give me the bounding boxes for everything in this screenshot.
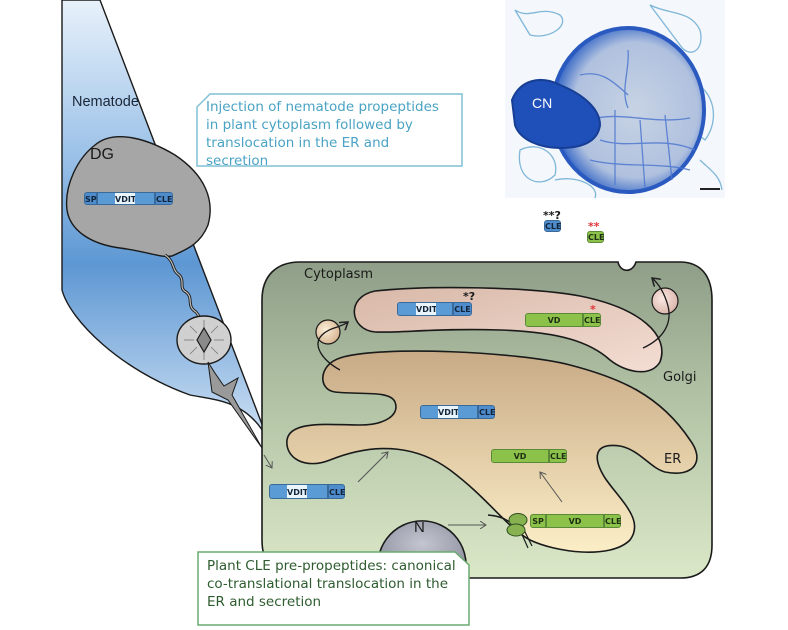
peptide-nematode-gland: SP VDIT CLE [84,192,173,205]
nucleus-label: N [414,519,425,536]
arrow-er-translocation [540,472,563,503]
sp-domain: SP [84,192,97,205]
secreted-nematode-cle: CLE [544,220,561,232]
cle-domain: CLE [549,449,567,463]
cle-domain: CLE [604,514,621,528]
micrograph [505,0,725,199]
er-label: ER [664,452,682,467]
spacer-domain [307,484,328,499]
peptide-plant-golgi: VD CLE [525,313,601,327]
cle-domain: CLE [587,231,605,243]
arrow-injection [263,454,272,468]
vdit-domain: VDIT [287,484,308,499]
cytoplasm-label: Cytoplasm [304,267,374,282]
nematode-label: Nematode [72,94,139,110]
stylet [207,361,263,449]
vdit-domain: VDIT [416,302,437,316]
spacer-domain [135,192,155,205]
spacer-domain [97,192,115,205]
spacer-domain [458,405,478,419]
peptide-nematode-er: VDIT CLE [420,405,495,419]
cle-domain: CLE [583,313,601,327]
cle-domain: CLE [544,220,562,232]
spacer-domain [436,302,453,316]
vd-domain: VD [525,313,583,327]
callout-plant-pathway: Plant CLE pre-propeptides: canonical co-… [197,551,470,626]
sp-domain: SP [530,514,546,528]
callout-frame [196,93,463,167]
cle-domain: CLE [328,484,345,499]
cle-domain: CLE [478,405,495,419]
vesicle-left [315,319,341,345]
spacer-domain [269,484,287,499]
secreted-nematode-mark: **? [543,209,561,222]
peptide-plant-ribosome: SP VD CLE [530,514,621,528]
secreted-plant-mark: ** [588,220,600,233]
vdit-domain: VDIT [438,405,459,419]
vd-domain: VD [491,449,549,463]
golgi-plant-mark: * [590,303,596,316]
callout-frame [197,551,470,626]
cle-domain: CLE [453,302,472,316]
cle-domain: CLE [155,192,173,205]
peptide-nematode-golgi: VDIT CLE [397,302,472,316]
vesicle-right [651,287,679,315]
golgi-label: Golgi [663,370,697,385]
arrow-to-er [357,452,388,483]
callout-plant-text: Plant CLE pre-propeptides: canonical co-… [207,558,456,610]
spacer-domain [397,302,416,316]
ribosome [487,513,533,549]
golgi-nematode-mark: *? [463,290,476,303]
peptide-plant-er: VD CLE [491,449,567,463]
vd-domain: VD [546,514,604,528]
callout-nematode-text: Injection of nematode propeptides in pla… [206,99,439,169]
secreted-plant-cle: CLE [587,231,604,243]
callout-nematode-pathway: Injection of nematode propeptides in pla… [196,93,463,169]
vdit-domain: VDIT [115,192,136,205]
micrograph-cn-label: CN [532,95,553,111]
spacer-domain [420,405,438,419]
dorsal-gland-label: DG [90,146,114,163]
peptide-nematode-cytoplasm: VDIT CLE [269,484,345,499]
metacorpal-bulb [176,315,232,365]
